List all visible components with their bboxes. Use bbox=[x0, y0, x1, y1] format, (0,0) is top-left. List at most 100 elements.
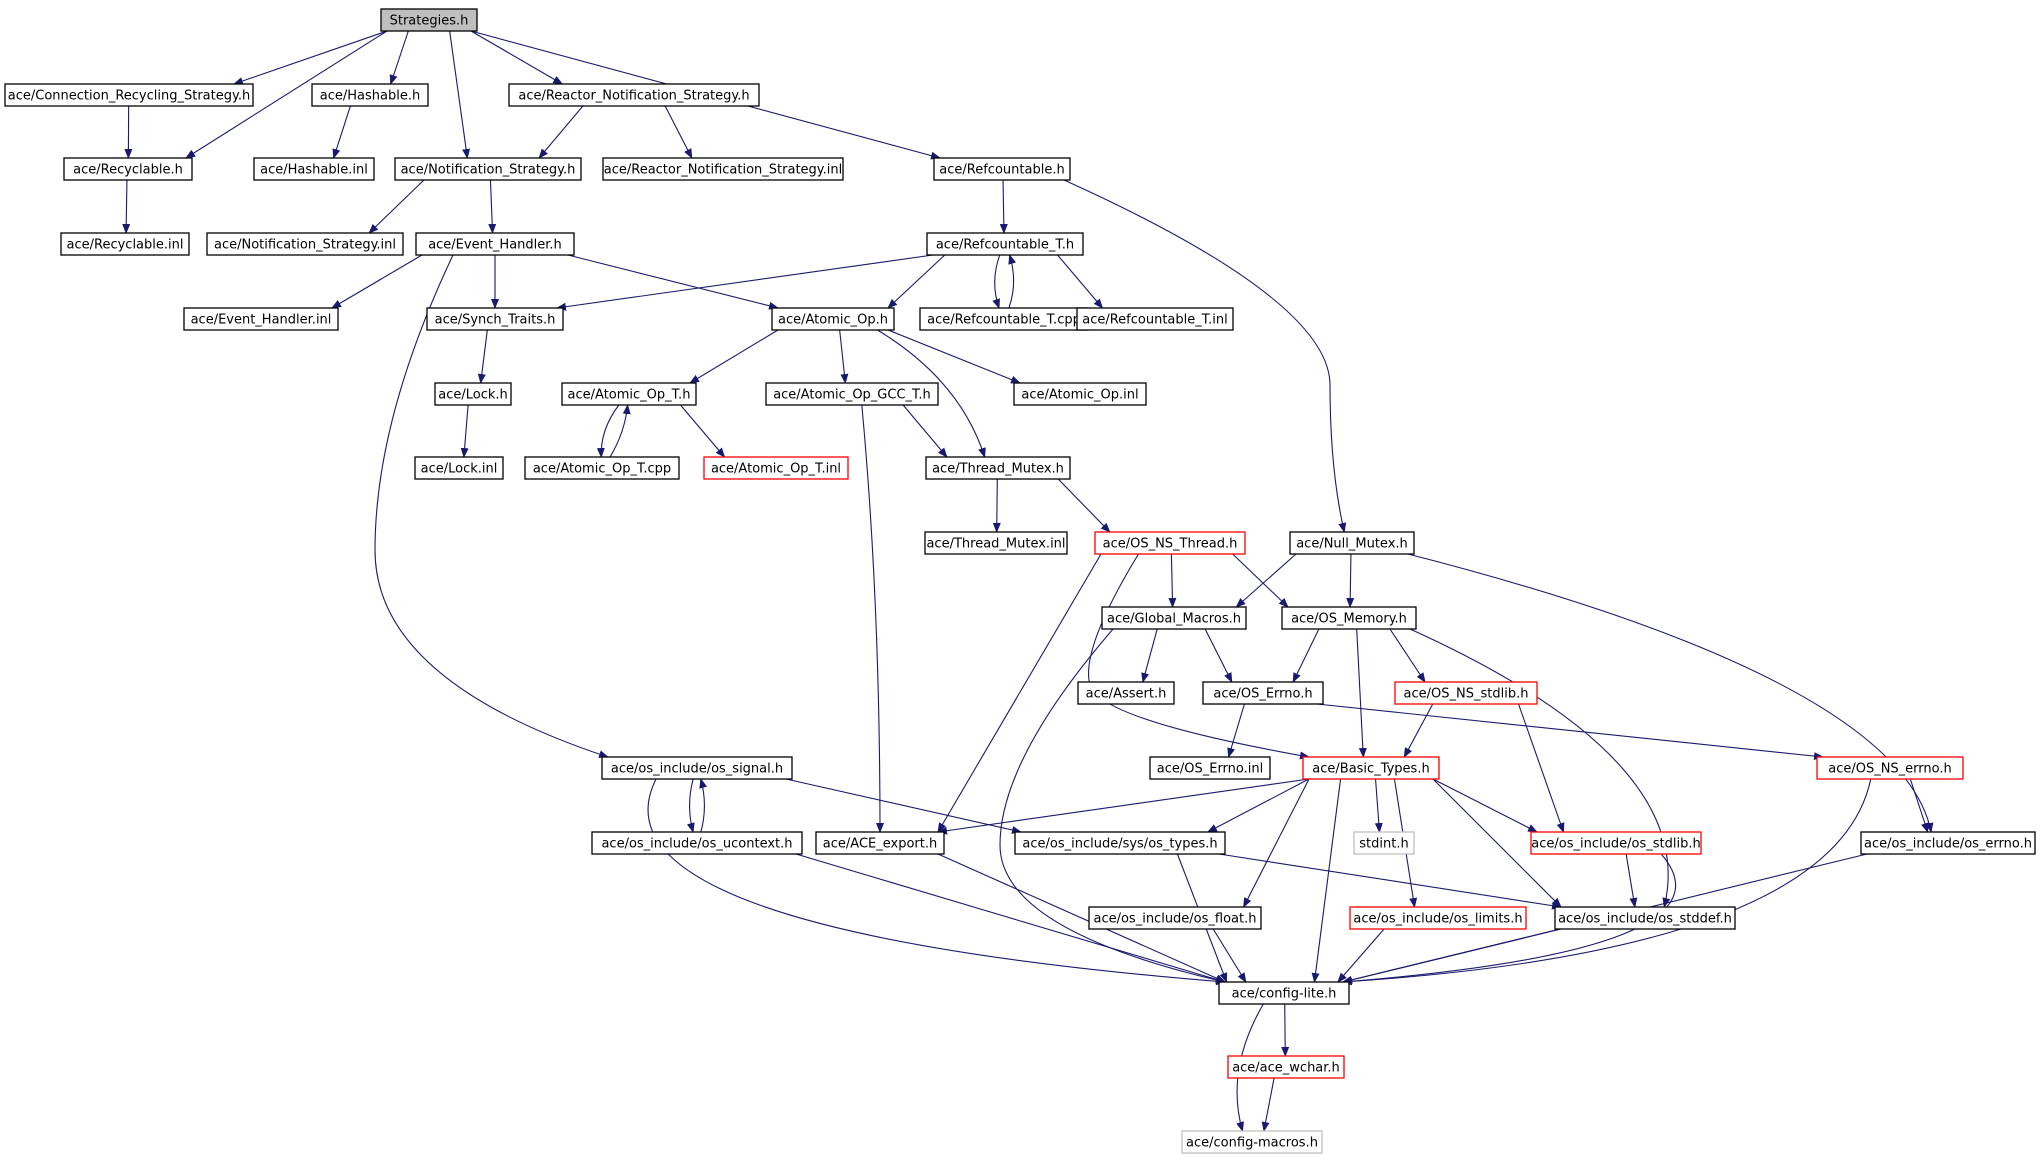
edge-strategies-to-recyclable_h bbox=[185, 30, 388, 159]
edges-layer bbox=[122, 30, 1934, 1132]
edge-basic_types_h-to-os_float_h bbox=[1243, 778, 1310, 908]
node-lock-h[interactable]: ace/Lock.h bbox=[434, 382, 512, 406]
node-os-memory-h[interactable]: ace/OS_Memory.h bbox=[1281, 606, 1417, 630]
edge-synch_traits-to-lock_h bbox=[477, 329, 488, 384]
edge-reactor_notif_h-to-notif_h bbox=[538, 105, 584, 159]
node-config-macros-h[interactable]: ace/config-macros.h bbox=[1181, 1130, 1323, 1154]
edge-basic_types_h-to-os_stddef_h bbox=[1432, 778, 1562, 908]
node-box bbox=[1218, 981, 1350, 1005]
node-os-signal-h[interactable]: ace/os_include/os_signal.h bbox=[601, 756, 793, 780]
node-os-errno-inc-h[interactable]: ace/os_include/os_errno.h bbox=[1860, 831, 2036, 855]
node-label: ace/Atomic_Op_T.cpp bbox=[533, 462, 671, 477]
node-ace-wchar-h[interactable]: ace/ace_wchar.h bbox=[1227, 1055, 1345, 1079]
edge-os_signal_h-to-os_types_h bbox=[785, 778, 1022, 834]
node-lock-inl[interactable]: ace/Lock.inl bbox=[414, 456, 504, 480]
node-box bbox=[1353, 831, 1415, 855]
edge-os_float_h-to-config_lite_h bbox=[1212, 928, 1247, 983]
node-notif-inl[interactable]: ace/Notification_Strategy.inl bbox=[206, 232, 404, 256]
node-atomic-op-inl[interactable]: ace/Atomic_Op.inl bbox=[1013, 382, 1147, 406]
node-refcountable-t-cpp[interactable]: ace/Refcountable_T.cpp bbox=[919, 307, 1089, 331]
edge-global_macros_h-to-os_errno_h bbox=[1204, 628, 1233, 683]
node-box bbox=[1289, 531, 1415, 555]
edge-atomic_op_gcc_t_h-to-thread_mutex_h bbox=[902, 404, 948, 458]
node-atomic-op-t-h[interactable]: ace/Atomic_Op_T.h bbox=[561, 382, 697, 406]
node-null-mutex-h[interactable]: ace/Null_Mutex.h bbox=[1289, 531, 1415, 555]
node-os-types-h[interactable]: ace/os_include/sys/os_types.h bbox=[1014, 831, 1226, 855]
edge-refcountable_t_h-to-refcountable_t_inl bbox=[1057, 254, 1104, 309]
node-stdint-h[interactable]: stdint.h bbox=[1353, 831, 1415, 855]
node-refcountable-t-h[interactable]: ace/Refcountable_T.h bbox=[926, 232, 1084, 256]
node-box bbox=[1077, 681, 1175, 705]
node-atomic-op-t-cpp[interactable]: ace/Atomic_Op_T.cpp bbox=[524, 456, 680, 480]
node-recyclable-inl[interactable]: ace/Recyclable.inl bbox=[60, 232, 190, 256]
node-thread-mutex-h[interactable]: ace/Thread_Mutex.h bbox=[925, 456, 1071, 480]
node-box bbox=[561, 382, 697, 406]
node-box bbox=[1076, 307, 1234, 331]
node-atomic-op-h[interactable]: ace/Atomic_Op.h bbox=[771, 307, 895, 331]
node-conn-recycling[interactable]: ace/Connection_Recycling_Strategy.h bbox=[4, 83, 254, 107]
edge-refcountable_t_h-to-synch_traits bbox=[556, 254, 934, 311]
node-label: ace/config-macros.h bbox=[1186, 1136, 1318, 1151]
node-config-lite-h[interactable]: ace/config-lite.h bbox=[1218, 981, 1350, 1005]
node-synch-traits[interactable]: ace/Synch_Traits.h bbox=[426, 307, 564, 331]
node-notif-h[interactable]: ace/Notification_Strategy.h bbox=[394, 157, 582, 181]
node-os-ns-thread-h[interactable]: ace/OS_NS_Thread.h bbox=[1094, 531, 1246, 555]
node-thread-mutex-inl[interactable]: ace/Thread_Mutex.inl bbox=[924, 531, 1068, 555]
node-label: ace/Reactor_Notification_Strategy.h bbox=[518, 89, 749, 104]
node-label: ace/os_include/os_signal.h bbox=[611, 762, 783, 777]
node-global-macros-h[interactable]: ace/Global_Macros.h bbox=[1101, 606, 1247, 630]
node-box bbox=[1094, 531, 1246, 555]
node-os-ucontext-h[interactable]: ace/os_include/os_ucontext.h bbox=[591, 831, 803, 855]
node-atomic-op-gcc-t-h[interactable]: ace/Atomic_Op_GCC_T.h bbox=[765, 382, 939, 406]
node-ace-export-h[interactable]: ace/ACE_export.h bbox=[815, 831, 945, 855]
edge-atomic_op_h-to-atomic_op_gcc_t_h bbox=[839, 329, 849, 384]
edge-strategies-to-notif_h bbox=[449, 30, 471, 159]
edge-event_handler_h-to-event_handler_inl bbox=[331, 254, 423, 309]
node-label: ace/os_include/os_float.h bbox=[1093, 912, 1256, 927]
edge-atomic_op_h-to-thread_mutex_h bbox=[877, 329, 986, 458]
node-os-errno-h[interactable]: ace/OS_Errno.h bbox=[1202, 681, 1324, 705]
node-os-stddef-h[interactable]: ace/os_include/os_stddef.h bbox=[1554, 906, 1736, 930]
edge-refcountable_h-to-refcountable_t_h bbox=[999, 179, 1008, 234]
node-atomic-op-t-inl[interactable]: ace/Atomic_Op_T.inl bbox=[703, 456, 849, 480]
node-event-handler-h[interactable]: ace/Event_Handler.h bbox=[415, 232, 575, 256]
node-label: ace/Recyclable.h bbox=[73, 163, 183, 178]
node-label: ace/Basic_Types.h bbox=[1312, 762, 1429, 777]
edge-ace_wchar_h-to-config_macros_h bbox=[1261, 1077, 1275, 1132]
node-strategies[interactable]: Strategies.h bbox=[380, 8, 478, 32]
node-label: ace/OS_NS_stdlib.h bbox=[1404, 687, 1529, 702]
edge-os_ns_stdlib_h-to-basic_types_h bbox=[1403, 703, 1434, 758]
node-hashable-inl[interactable]: ace/Hashable.inl bbox=[253, 157, 375, 181]
edge-null_mutex_h-to-os_memory_h bbox=[1346, 553, 1355, 608]
node-recyclable-h[interactable]: ace/Recyclable.h bbox=[63, 157, 193, 181]
node-event-handler-inl[interactable]: ace/Event_Handler.inl bbox=[183, 307, 339, 331]
node-os-float-h[interactable]: ace/os_include/os_float.h bbox=[1088, 906, 1262, 930]
edge-basic_types_h-to-os_stdlib_h bbox=[1432, 778, 1538, 833]
node-box bbox=[703, 456, 849, 480]
edge-atomic_op_t_h-to-atomic_op_t_inl bbox=[680, 404, 726, 458]
node-box bbox=[415, 232, 575, 256]
node-reactor-notif-inl[interactable]: ace/Reactor_Notification_Strategy.inl bbox=[602, 157, 844, 181]
node-box bbox=[63, 157, 193, 181]
node-refcountable-h[interactable]: ace/Refcountable.h bbox=[933, 157, 1071, 181]
node-label: ace/Notification_Strategy.h bbox=[401, 163, 576, 178]
edge-atomic_op_t_cpp-to-atomic_op_t_h bbox=[609, 404, 631, 458]
node-box bbox=[206, 232, 404, 256]
node-os-ns-stdlib-h[interactable]: ace/OS_NS_stdlib.h bbox=[1394, 681, 1538, 705]
node-os-stdlib-h[interactable]: ace/os_include/os_stdlib.h bbox=[1530, 831, 1702, 855]
node-box bbox=[1088, 906, 1262, 930]
node-os-errno-inl[interactable]: ace/OS_Errno.inl bbox=[1149, 756, 1271, 780]
edge-os_ns_stdlib_h-to-os_stdlib_h bbox=[1517, 703, 1565, 833]
node-os-ns-errno-h[interactable]: ace/OS_NS_errno.h bbox=[1816, 756, 1964, 780]
node-label: ace/Thread_Mutex.h bbox=[932, 462, 1064, 477]
node-hashable-h[interactable]: ace/Hashable.h bbox=[311, 83, 429, 107]
node-box bbox=[601, 756, 793, 780]
edge-os_ns_thread_h-to-basic_types_h bbox=[1087, 553, 1310, 760]
node-box bbox=[1281, 606, 1417, 630]
node-basic-types-h[interactable]: ace/Basic_Types.h bbox=[1302, 756, 1440, 780]
node-os-limits-h[interactable]: ace/os_include/os_limits.h bbox=[1349, 906, 1527, 930]
node-refcountable-t-inl[interactable]: ace/Refcountable_T.inl bbox=[1076, 307, 1234, 331]
node-assert-h[interactable]: ace/Assert.h bbox=[1077, 681, 1175, 705]
node-reactor-notif-h[interactable]: ace/Reactor_Notification_Strategy.h bbox=[508, 83, 760, 107]
